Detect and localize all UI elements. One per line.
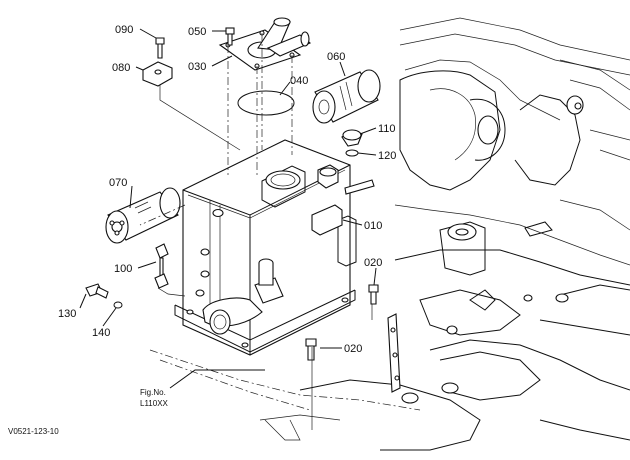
callout-050: 050 — [188, 26, 206, 38]
figure-reference: Fig.No. L110XX — [140, 388, 169, 408]
callout-030: 030 — [188, 61, 206, 73]
tank-cover-plate — [218, 17, 312, 71]
tank-body — [174, 139, 375, 356]
bolt-020-right — [368, 284, 379, 305]
o-ring-040 — [237, 90, 295, 116]
mounting-strip — [387, 313, 401, 393]
o-ring-140 — [113, 301, 123, 309]
callout-020-bottom: 020 — [344, 343, 362, 355]
callout-080: 080 — [112, 62, 130, 74]
callout-010: 010 — [364, 220, 382, 232]
bracket-080 — [142, 61, 173, 87]
callout-070: 070 — [109, 177, 127, 189]
suction-filter-070 — [105, 187, 181, 244]
bolt-050 — [225, 27, 235, 46]
callout-020-right: 020 — [364, 257, 382, 269]
level-gauge-100 — [154, 243, 186, 297]
callout-leaders — [79, 28, 377, 389]
filter-060 — [312, 69, 381, 124]
callout-110: 110 — [378, 123, 396, 135]
callout-labels: 090 050 080 030 060 040 110 120 070 010 … — [58, 24, 396, 355]
callout-040: 040 — [290, 75, 308, 87]
fitting-130 — [85, 283, 109, 299]
breather-cap-110 — [341, 129, 363, 147]
bolt-020-bottom — [305, 338, 317, 361]
figure-ref-line1: Fig.No. — [140, 388, 166, 397]
callout-060: 060 — [327, 51, 345, 63]
bolt-090 — [155, 37, 165, 59]
callout-120: 120 — [378, 150, 396, 162]
callout-090: 090 — [115, 24, 133, 36]
callout-130: 130 — [58, 308, 76, 320]
figure-ref-line2: L110XX — [140, 399, 169, 408]
callout-100: 100 — [114, 263, 132, 275]
phantom-lines — [139, 33, 373, 430]
diagram-id: V0521-123-10 — [8, 427, 59, 436]
o-ring-120 — [345, 149, 359, 157]
callout-140: 140 — [92, 327, 110, 339]
machine-frame — [149, 17, 630, 451]
